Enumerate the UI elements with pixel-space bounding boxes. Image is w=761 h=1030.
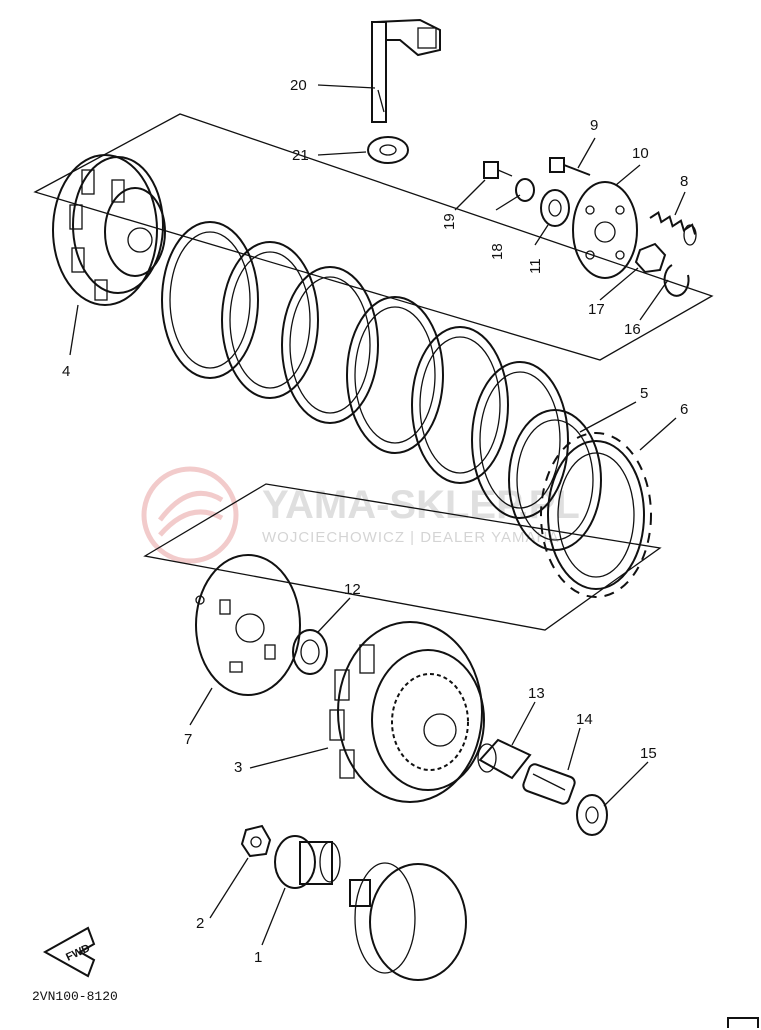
- clutch-spring: [649, 210, 697, 246]
- nut-17: [634, 242, 667, 274]
- watermark-subtitle: WOJCIECHOWICZ | DEALER YAMAHA: [262, 529, 559, 546]
- corner-mark: [727, 1017, 759, 1028]
- callout-12: 12: [344, 581, 361, 598]
- callout-8: 8: [680, 173, 688, 190]
- callout-7: 7: [184, 731, 192, 748]
- washer-15: [576, 794, 608, 836]
- lower-assembly-frame: [143, 483, 662, 631]
- callout-16: 16: [624, 321, 641, 338]
- callout-20: 20: [290, 77, 307, 94]
- callout-2: 2: [196, 915, 204, 932]
- bolt-9: [549, 157, 591, 176]
- friction-plate-5: [508, 409, 602, 551]
- clutch-plate-stack: [161, 221, 569, 519]
- callout-1: 1: [254, 949, 262, 966]
- bearing-21: [367, 136, 409, 164]
- callout-15: 15: [640, 745, 657, 762]
- callout-9: 9: [590, 117, 598, 134]
- callout-labels: 20 21 9 10 8 19 18 11 17 16 4 5 6 12 7 3…: [62, 77, 688, 966]
- callout-21: 21: [292, 147, 309, 164]
- callout-5: 5: [640, 385, 648, 402]
- callout-3: 3: [234, 759, 242, 776]
- fwd-arrow-icon: FWD: [42, 926, 96, 978]
- upper-assembly-frame: [33, 113, 714, 361]
- washer-12: [292, 629, 328, 675]
- balancer-weight: [349, 862, 467, 981]
- washer-18: [515, 178, 535, 202]
- pressure-plate: [572, 181, 638, 279]
- callout-6: 6: [680, 401, 688, 418]
- drawing-code: 2VN100-8120: [32, 989, 118, 1004]
- callout-14: 14: [576, 711, 593, 728]
- fwd-label: FWD: [64, 942, 92, 963]
- circlip-16: [663, 264, 690, 297]
- sleeve-13: [477, 738, 532, 780]
- cover-plate: [195, 554, 301, 696]
- callout-18: 18: [489, 243, 506, 260]
- clutch-housing-upper: [52, 154, 166, 306]
- push-lever-shaft: [371, 18, 441, 123]
- bearing-11: [540, 189, 570, 227]
- callout-17: 17: [588, 301, 605, 318]
- callout-10: 10: [632, 145, 649, 162]
- leader-lines: [69, 84, 686, 946]
- callout-19: 19: [441, 213, 458, 230]
- primary-drive-gear: [274, 835, 341, 889]
- push-rod-19: [483, 161, 513, 179]
- needle-bearing-14: [522, 763, 576, 805]
- nut-2: [240, 824, 272, 858]
- callout-4: 4: [62, 363, 70, 380]
- callout-11: 11: [527, 258, 544, 274]
- callout-13: 13: [528, 685, 545, 702]
- clutch-housing-gear: [329, 621, 485, 803]
- friction-plate-6: [540, 432, 652, 598]
